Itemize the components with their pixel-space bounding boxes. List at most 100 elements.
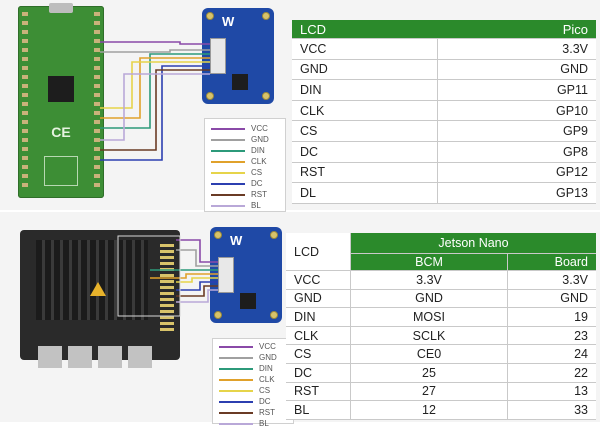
- io-ports: [38, 346, 158, 368]
- mount-hole: [206, 92, 214, 100]
- legend-swatch: [219, 379, 253, 381]
- legend-row: VCC: [213, 341, 293, 352]
- lcd-pin-cell: VCC: [292, 38, 438, 60]
- legend-label: DIN: [251, 146, 265, 155]
- legend-row: BL: [213, 418, 293, 429]
- ce-fc-marks: CE: [51, 124, 71, 140]
- bcm-pin-cell: SCLK: [350, 326, 508, 346]
- legend-row: VCC: [205, 123, 285, 134]
- warning-icon: [90, 282, 106, 296]
- legend-label: DIN: [259, 364, 273, 373]
- pico-board-image: CE: [18, 3, 104, 198]
- lcd-pin-cell: VCC: [286, 270, 351, 290]
- waveshare-logo: W: [230, 233, 243, 248]
- gpio-header: [160, 244, 174, 334]
- board-pin-cell: GND: [507, 289, 596, 309]
- pico-pin-cell: GP13: [437, 182, 596, 204]
- legend-row: DC: [213, 396, 293, 407]
- bcm-pin-cell: 12: [350, 400, 508, 420]
- bcm-pin-cell: 3.3V: [350, 270, 508, 290]
- legend-swatch: [219, 368, 253, 370]
- waveshare-logo: W: [222, 14, 235, 29]
- legend-label: RST: [259, 408, 275, 417]
- bcm-pin-cell: 25: [350, 363, 508, 383]
- legend-row: DC: [205, 178, 285, 189]
- lcd-pin-cell: DL: [292, 182, 438, 204]
- legend-row: DIN: [205, 145, 285, 156]
- legend-row: DIN: [213, 363, 293, 374]
- board-pin-cell: 13: [507, 382, 596, 402]
- column-header-lcd: LCD: [286, 233, 351, 271]
- column-header-lcd: LCD: [292, 20, 438, 39]
- pico-pin-cell: GP8: [437, 141, 596, 163]
- column-header-board: Board: [507, 253, 596, 271]
- microcontroller-chip: [48, 76, 74, 102]
- legend-swatch: [211, 172, 245, 174]
- lcd-module-top: W: [202, 8, 274, 104]
- bcm-pin-cell: MOSI: [350, 307, 508, 327]
- lcd-pin-cell: CS: [286, 344, 351, 364]
- lcd-pin-cell: DIN: [292, 79, 438, 101]
- mount-hole: [206, 12, 214, 20]
- legend-swatch: [211, 183, 245, 185]
- silkscreen-box: [44, 156, 78, 186]
- legend-swatch: [211, 150, 245, 152]
- board-pin-cell: 33: [507, 400, 596, 420]
- lcd-pin-cell: DIN: [286, 307, 351, 327]
- legend-label: CS: [251, 168, 263, 177]
- legend-label: DC: [259, 397, 271, 406]
- lcd-pin-cell: BL: [286, 400, 351, 420]
- bcm-pin-cell: CE0: [350, 344, 508, 364]
- legend-swatch: [211, 205, 245, 207]
- bcm-pin-cell: GND: [350, 289, 508, 309]
- legend-swatch: [211, 161, 245, 163]
- legend-label: VCC: [259, 342, 276, 351]
- legend-row: RST: [213, 407, 293, 418]
- legend-label: GND: [259, 353, 277, 362]
- column-group-jetson: Jetson Nano: [350, 233, 596, 254]
- board-pin-cell: 3.3V: [507, 270, 596, 290]
- lcd-pin-cell: RST: [292, 162, 438, 184]
- legend-swatch: [219, 357, 253, 359]
- legend-swatch: [211, 128, 245, 130]
- lcd-pin-cell: GND: [286, 289, 351, 309]
- lcd-module-bottom: W: [210, 227, 282, 323]
- legend-row: GND: [213, 352, 293, 363]
- legend-swatch: [219, 390, 253, 392]
- mount-hole: [270, 231, 278, 239]
- lcd-pin-cell: CLK: [292, 100, 438, 122]
- legend-label: CS: [259, 386, 271, 395]
- legend-row: RST: [205, 189, 285, 200]
- lcd-driver-chip: [232, 74, 248, 90]
- board-pin-cell: 24: [507, 344, 596, 364]
- pico-pin-cell: 3.3V: [437, 38, 596, 60]
- legend-row: CLK: [205, 156, 285, 167]
- legend-swatch: [211, 139, 245, 141]
- legend-label: GND: [251, 135, 269, 144]
- column-header-pico: Pico: [437, 20, 596, 39]
- lcd-connector: [218, 257, 234, 293]
- legend-row: BL: [205, 200, 285, 211]
- lcd-pin-cell: CS: [292, 120, 438, 142]
- pico-pin-cell: GP12: [437, 162, 596, 184]
- table-header-row: LCD Pico: [292, 20, 596, 39]
- mount-hole: [270, 311, 278, 319]
- legend-label: BL: [259, 419, 269, 428]
- legend-label: CLK: [259, 375, 275, 384]
- jetson-board-image: [20, 230, 180, 368]
